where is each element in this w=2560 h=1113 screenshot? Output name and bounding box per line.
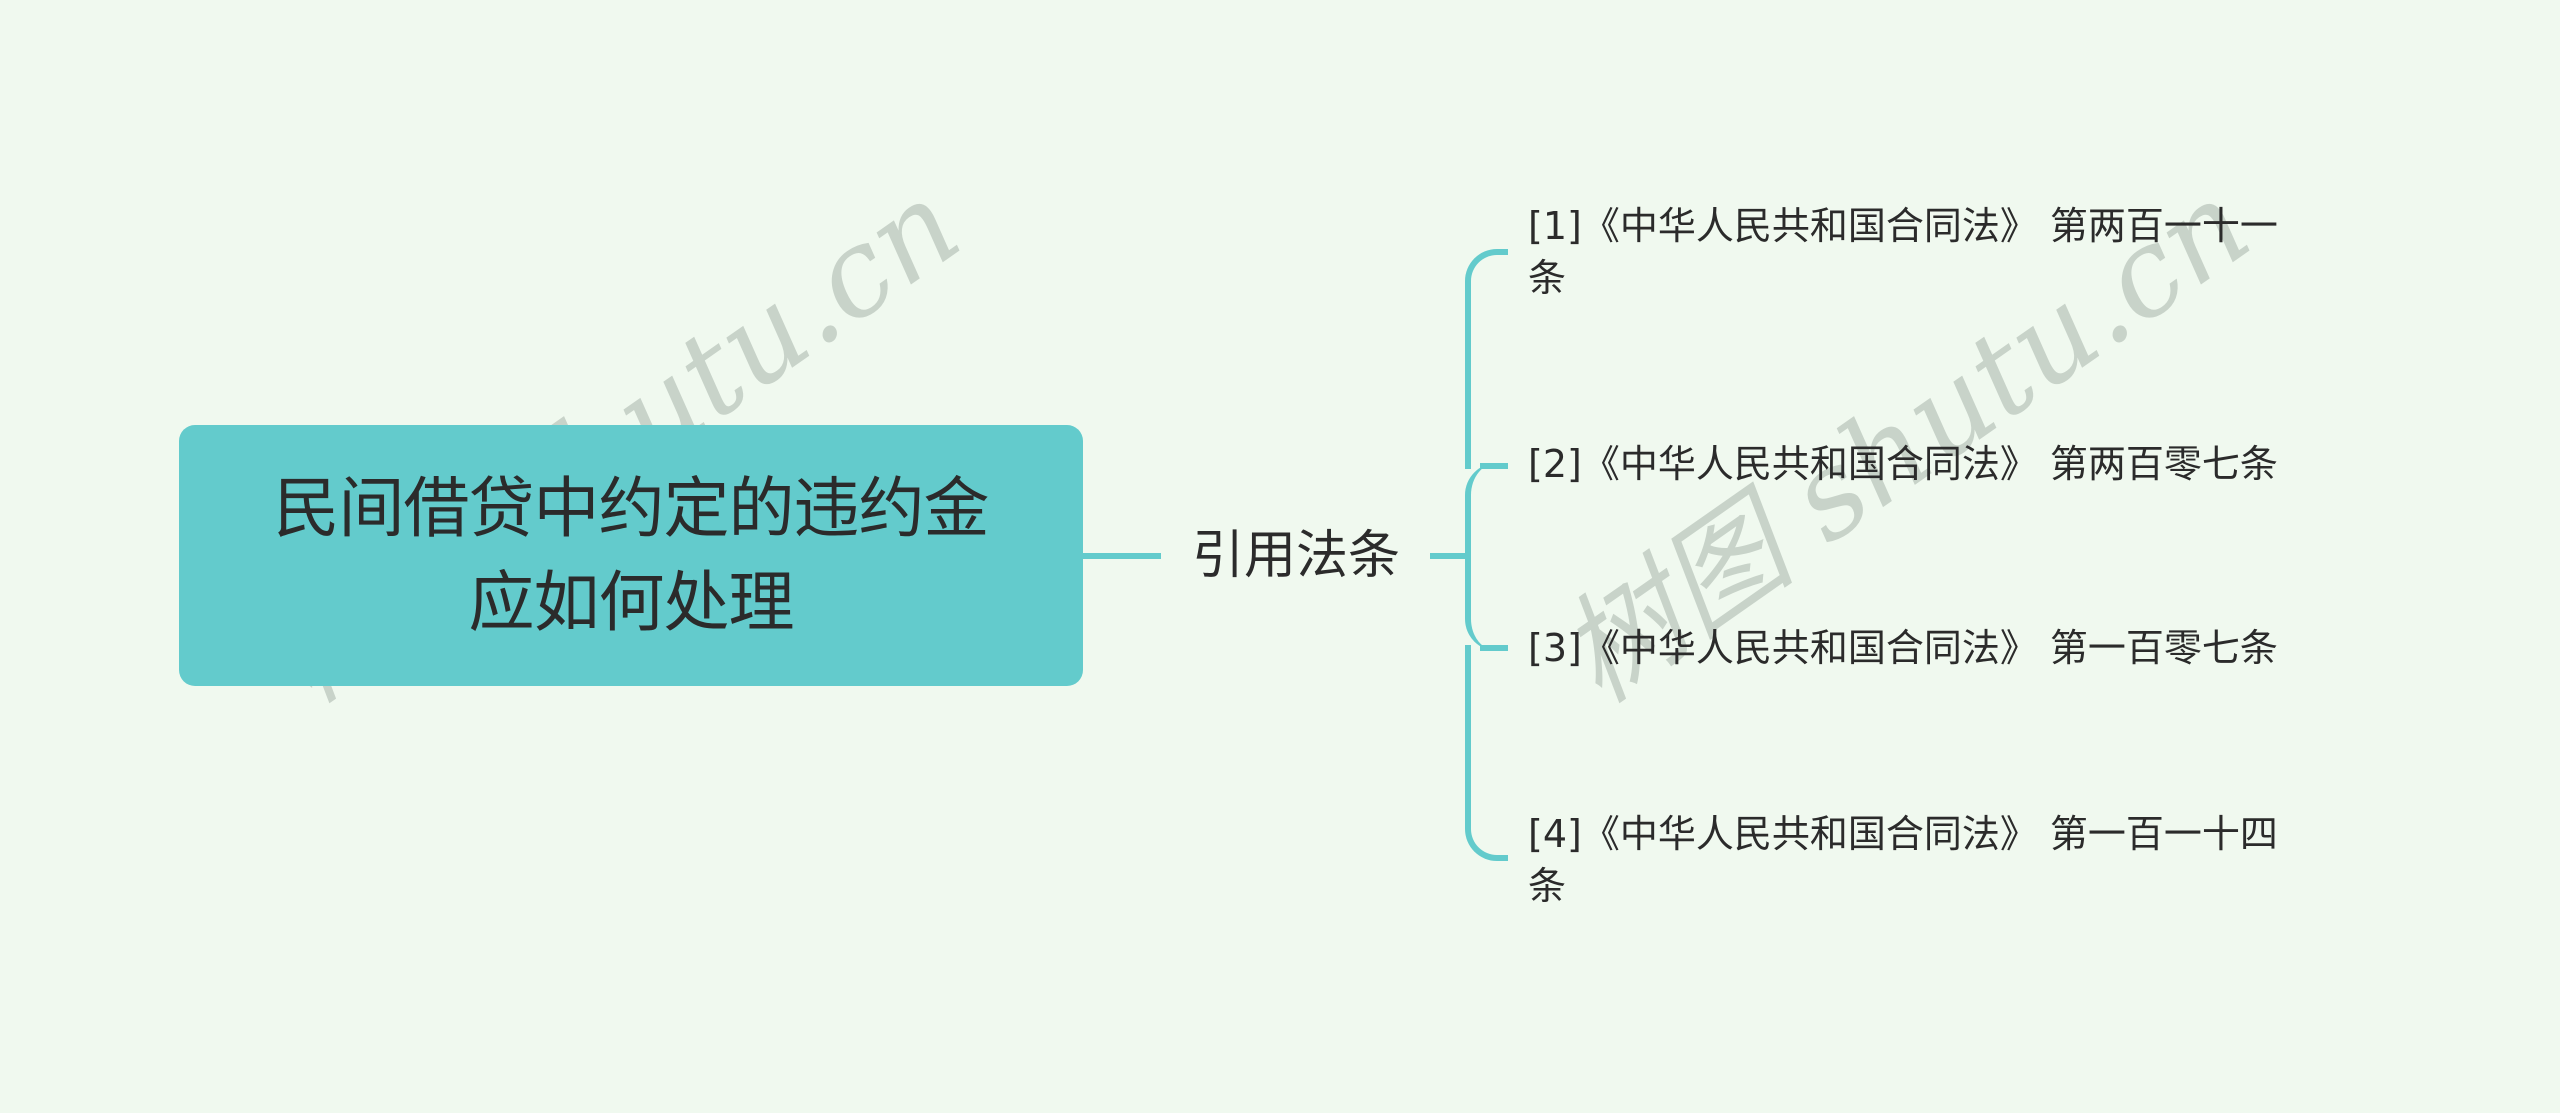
leaf-bracket-bottom: [1465, 645, 1508, 861]
leaf-law-4[interactable]: [4]《中华人民共和国合同法》 第一百一十四 条: [1528, 812, 2278, 908]
branch-connector: [1430, 553, 1470, 559]
root-node[interactable]: 民间借贷中约定的违约金 应如何处理: [179, 425, 1083, 686]
leaf-tick-2: [1480, 463, 1508, 469]
root-connector: [1083, 553, 1161, 559]
leaf-law-1[interactable]: [1]《中华人民共和国合同法》 第两百一十一 条: [1528, 204, 2278, 300]
branch-node-cited-laws[interactable]: 引用法条: [1191, 526, 1400, 586]
root-node-label: 民间借贷中约定的违约金 应如何处理: [273, 469, 990, 641]
leaf-law-3[interactable]: [3]《中华人民共和国合同法》 第一百零七条: [1528, 626, 2278, 670]
leaf-law-2[interactable]: [2]《中华人民共和国合同法》 第两百零七条: [1528, 442, 2278, 486]
leaf-bracket-mid: [1465, 463, 1508, 651]
leaf-bracket-top: [1465, 249, 1508, 469]
